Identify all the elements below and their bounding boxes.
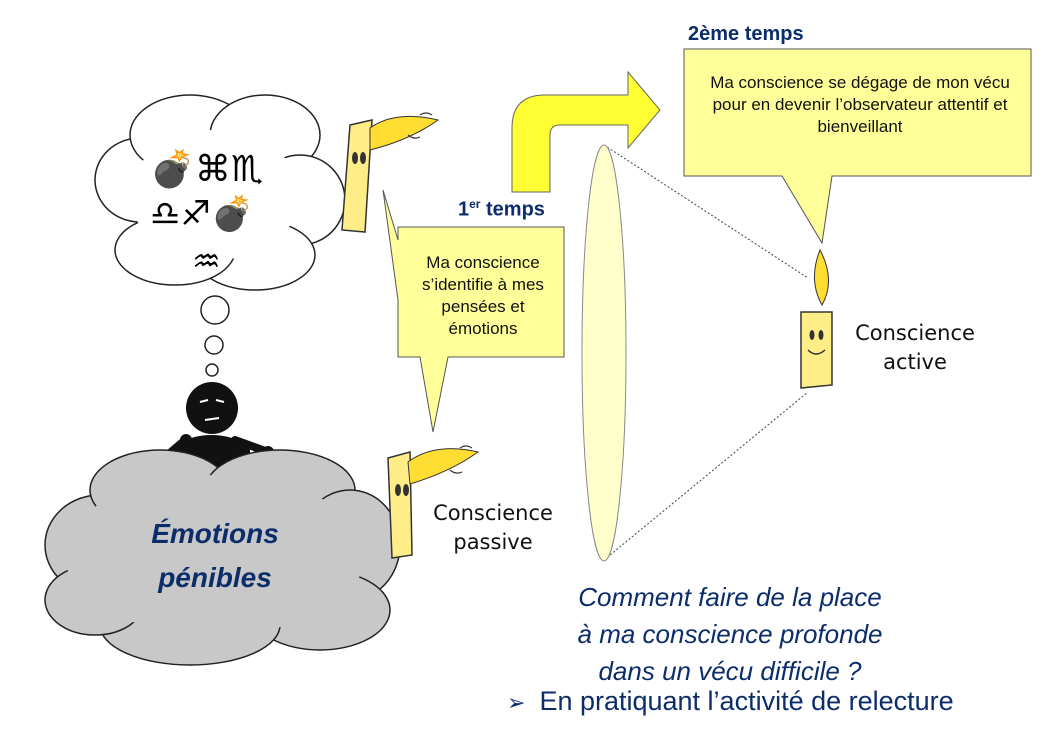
emotions-line1: Émotions — [151, 518, 279, 549]
thought-symbols-line2: ♎♐💣 — [150, 194, 254, 234]
step1-title-sup: er — [469, 197, 481, 211]
thought-symbols-line1: 💣⌘♏ — [150, 149, 264, 190]
candle-thinking — [341, 112, 440, 233]
answer-line: ➢ En pratiquant l’activité de relecture — [507, 686, 1037, 717]
emotions-label: Émotions pénibles — [105, 512, 325, 600]
thought-bubble-small — [205, 363, 219, 377]
candle-active — [800, 248, 833, 389]
step1-text: Ma conscience s’identifie à mes pensées … — [422, 253, 544, 338]
cone-line-bottom — [603, 391, 809, 561]
step2-title: 2ème temps — [688, 23, 804, 45]
active-line1: Conscience — [855, 321, 975, 345]
active-label: Conscience active — [840, 319, 990, 377]
step2-text: Ma conscience se dégage de mon vécu pour… — [710, 73, 1010, 136]
thought-bubble-large — [200, 295, 230, 325]
answer-text: En pratiquant l’activité de relecture — [539, 686, 954, 716]
question-line3: dans un vécu difficile ? — [598, 656, 862, 686]
passive-label: Conscience passive — [418, 499, 568, 557]
step1-title: 1er temps — [458, 197, 545, 222]
step1-title-num: 1 — [458, 198, 470, 221]
cone-line-top — [603, 144, 809, 279]
emotions-cloud — [44, 449, 401, 666]
candle-passive — [387, 445, 480, 559]
callout-step2 — [683, 48, 1032, 245]
callout-step1 — [382, 189, 565, 433]
step-arrow — [511, 70, 661, 193]
question-text: Comment faire de la place à ma conscienc… — [540, 579, 920, 690]
active-line2: active — [883, 350, 947, 374]
thought-bubble-medium — [204, 335, 224, 355]
lens-ellipse — [581, 144, 627, 562]
question-line2: à ma conscience profonde — [577, 619, 883, 649]
emotions-line2: pénibles — [158, 562, 272, 593]
passive-line1: Conscience — [433, 501, 553, 525]
step1-title-rest: temps — [480, 198, 545, 221]
thought-cloud — [94, 94, 346, 291]
answer-bullet: ➢ — [507, 690, 526, 715]
thought-symbols-line3: ♒ — [192, 242, 221, 280]
passive-line2: passive — [453, 530, 533, 554]
question-line1: Comment faire de la place — [578, 582, 882, 612]
